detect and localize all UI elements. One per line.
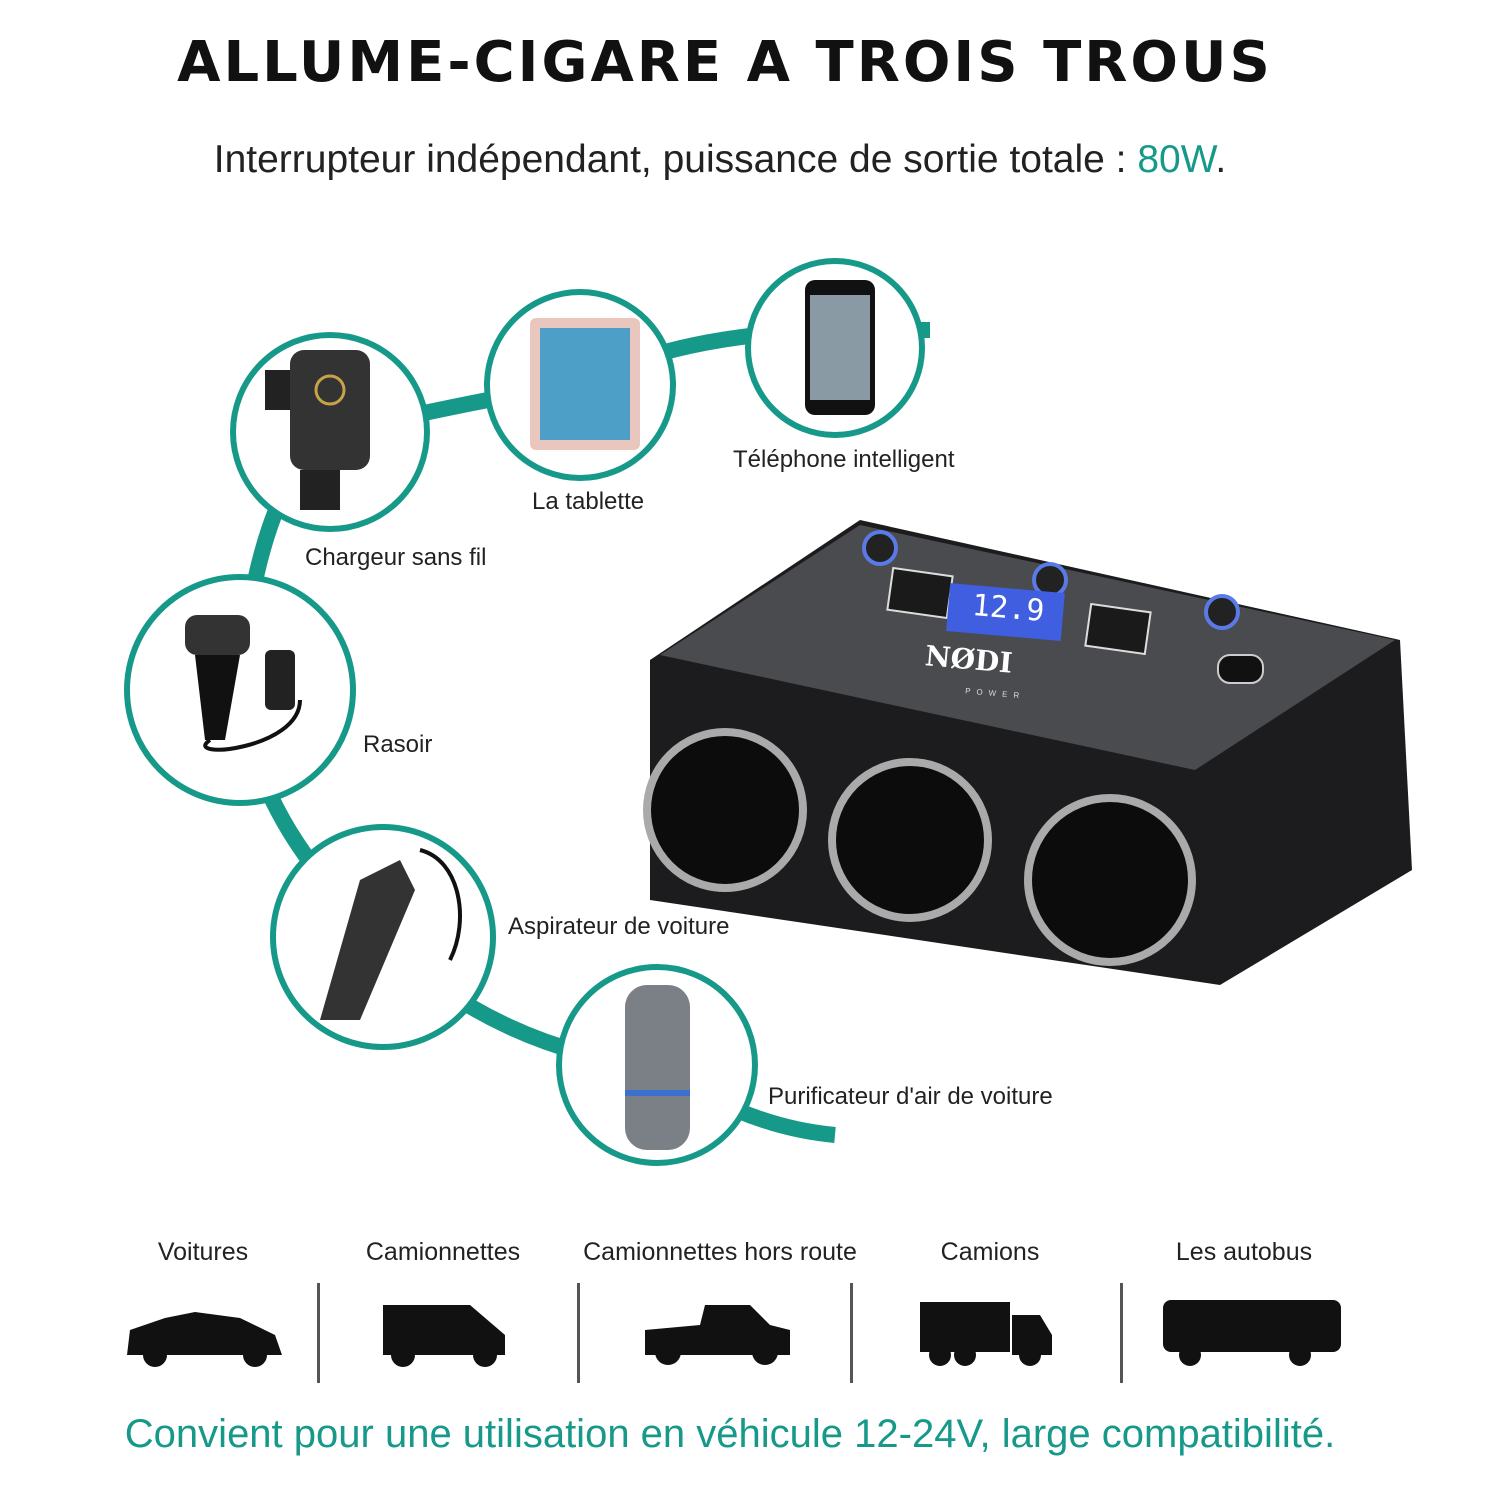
device-label-smartphone: Téléphone intelligent <box>733 446 955 473</box>
razor-icon <box>124 574 356 806</box>
divider <box>1120 1283 1123 1383</box>
product-image <box>643 520 1412 985</box>
air-purifier-icon <box>556 964 758 1166</box>
wireless-charger-icon <box>230 332 430 532</box>
voltage-display: 12.9 <box>970 587 1046 630</box>
power-highlight: 80W <box>1137 138 1216 181</box>
pickup-truck-icon <box>645 1305 790 1365</box>
car-vacuum-icon <box>270 824 496 1050</box>
van-icon <box>383 1305 505 1367</box>
car-icon <box>127 1312 282 1367</box>
subtitle-text: Interrupteur indépendant, puissance de s… <box>213 138 1138 181</box>
divider <box>577 1283 580 1383</box>
brand-name: NØDI <box>923 639 1014 680</box>
device-label-wireless-charger: Chargeur sans fil <box>305 544 487 571</box>
divider <box>317 1283 320 1383</box>
vehicle-label-cars: Voitures <box>157 1238 249 1266</box>
compatibility-footer: Convient pour une utilisation en véhicul… <box>124 1412 1336 1456</box>
device-label-vacuum: Aspirateur de voiture <box>508 913 730 940</box>
subtitle-end: . <box>1215 138 1227 181</box>
vehicle-label-offroad: Camionnettes hors route <box>583 1238 857 1266</box>
divider <box>850 1283 853 1383</box>
vehicle-icons <box>127 1300 1341 1367</box>
device-label-purifier: Purificateur d'air de voiture <box>768 1083 1053 1110</box>
page-title: ALLUME-CIGARE A TROIS TROUS <box>177 30 1273 95</box>
vehicle-label-trucks: Camions <box>940 1238 1040 1266</box>
smartphone-icon <box>745 258 925 438</box>
device-label-tablet: La tablette <box>532 488 645 515</box>
bus-icon <box>1163 1300 1341 1366</box>
tablet-icon <box>484 289 676 481</box>
vehicle-label-vans: Camionnettes <box>365 1238 521 1266</box>
subtitle: Interrupteur indépendant, puissance de s… <box>0 138 1440 182</box>
lighter-socket <box>643 728 1196 966</box>
truck-icon <box>920 1302 1052 1366</box>
vehicle-label-buses: Les autobus <box>1175 1238 1313 1266</box>
device-label-razor: Rasoir <box>363 731 433 758</box>
